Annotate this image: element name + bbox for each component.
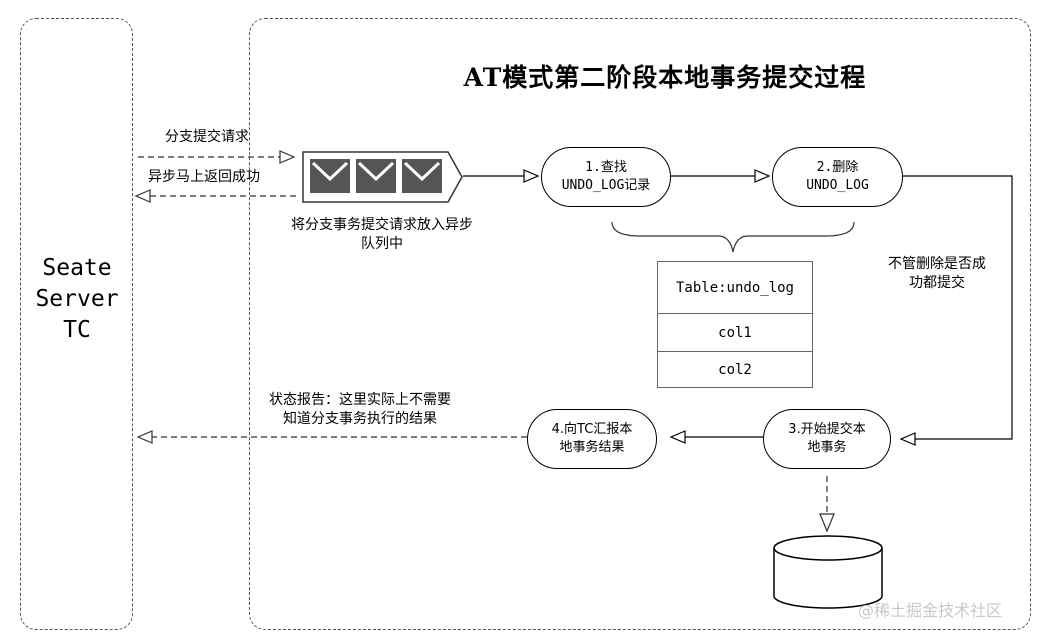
brace bbox=[611, 221, 855, 253]
queue-note: 将分支事务提交请求放入异步 队列中 bbox=[291, 217, 473, 252]
return-arrowhead bbox=[134, 189, 151, 203]
tc-label: Seate Server TC bbox=[35, 255, 119, 343]
request-arrowhead bbox=[279, 150, 296, 164]
delete-undo-log-node: 2.删除 UNDO_LOG bbox=[772, 147, 903, 207]
rm-panel bbox=[249, 18, 1031, 630]
watermark: @稀土掘金技术社区 bbox=[858, 601, 1003, 620]
report-to-tc-node: 4.向TC汇报本 地事务结果 bbox=[527, 409, 657, 469]
undo-log-table: Table:undo_log col1 col2 bbox=[657, 261, 813, 388]
table-row: col2 bbox=[718, 361, 752, 378]
delete-to-commit-arrow bbox=[903, 175, 1013, 440]
database-icon bbox=[773, 535, 883, 609]
diagram-title: AT模式第二阶段本地事务提交过程 bbox=[463, 63, 867, 92]
table-row: col1 bbox=[658, 314, 812, 352]
async-return-label: 异步马上返回成功 bbox=[148, 169, 260, 185]
commit-anyway-note: 不管删除是否成 功都提交 bbox=[888, 256, 986, 291]
table-header: Table:undo_log bbox=[658, 262, 812, 314]
status-report-note: 状态报告：这里实际上不需要 知道分支事务执行的结果 bbox=[269, 392, 451, 427]
message-queue-icon bbox=[302, 151, 463, 203]
tc-panel bbox=[20, 18, 133, 630]
query-undo-log-node: 1.查找 UNDO_LOG记录 bbox=[541, 147, 671, 207]
branch-request-label: 分支提交请求 bbox=[165, 129, 249, 145]
commit-local-tx-node: 3.开始提交本 地事务 bbox=[763, 409, 891, 469]
